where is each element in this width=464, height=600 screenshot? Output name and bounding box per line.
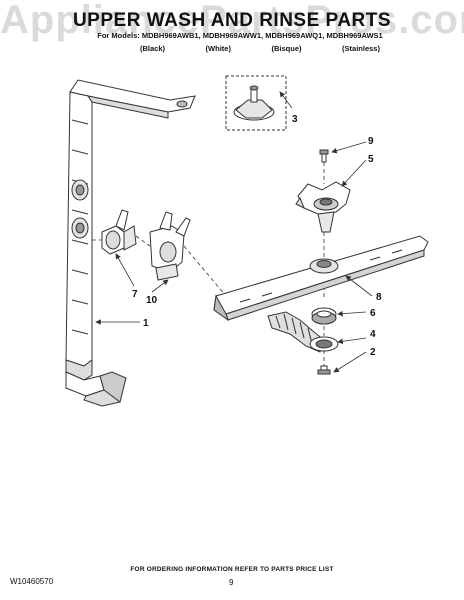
finish-list: (Black) (White) (Bisque) (Stainless) — [140, 44, 380, 53]
watermark: AppliancePartsPros.com — [0, 0, 464, 42]
flex-tube-part — [267, 311, 339, 353]
callout-10: 10 — [146, 295, 158, 306]
callout-2: 2 — [370, 347, 376, 358]
callout-9: 9 — [368, 136, 374, 147]
page-title: UPPER WASH AND RINSE PARTS — [72, 10, 392, 31]
callout-1: 1 — [143, 318, 149, 329]
finish-stainless: (Stainless) — [342, 44, 380, 53]
supply-tube-part — [65, 79, 196, 407]
bracket-assembly-part — [149, 211, 191, 281]
callout-6: 6 — [370, 308, 376, 319]
finish-bisque: (Bisque) — [271, 44, 302, 53]
ordering-info: FOR ORDERING INFORMATION REFER TO PARTS … — [130, 566, 334, 573]
callout-3: 3 — [292, 114, 298, 125]
finish-white: (White) — [205, 44, 231, 53]
document-number: W10460570 — [10, 577, 54, 586]
page-number: 9 — [229, 578, 234, 587]
callout-8: 8 — [376, 292, 382, 303]
model-list: For Models: MDBH969AWB1, MDBH969AWW1, MD… — [97, 31, 383, 40]
assembly-guide-lines — [92, 162, 325, 368]
callout-7: 7 — [132, 289, 138, 300]
manifold-hub-part — [295, 181, 351, 233]
screw-part — [319, 149, 329, 163]
callout-leaders — [95, 91, 373, 373]
callout-4: 4 — [370, 329, 376, 340]
finish-black: (Black) — [140, 44, 166, 53]
upper-spray-arm-part — [213, 235, 429, 322]
callout-5: 5 — [368, 154, 374, 165]
diverter-valve-part — [101, 209, 137, 255]
bolt-part — [317, 365, 331, 375]
seal-ring-part — [311, 307, 337, 325]
mini-spray-head-part — [225, 75, 287, 131]
